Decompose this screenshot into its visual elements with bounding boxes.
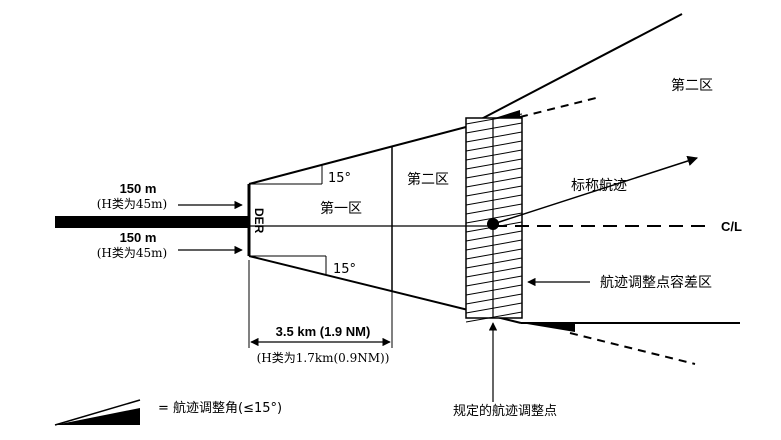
distance-h-label: (H类为1.7km(0.9NM)) [257, 351, 390, 365]
distance-label: 3.5 km (1.9 NM) [276, 324, 371, 339]
legend-label: = 航迹调整角(≤15°) [158, 400, 282, 416]
upper-boundary-splay [248, 126, 467, 185]
zone2-outer-label: 第二区 [671, 77, 713, 94]
lower-dashed-line [569, 332, 696, 365]
fix-point-label: 规定的航迹调整点 [453, 403, 557, 419]
angle-top-label: 15° [328, 171, 351, 186]
width-bottom-h-label: (H类为45m) [97, 246, 167, 260]
lower-turn-wedge [521, 323, 575, 332]
upper-dashed-line [519, 96, 601, 118]
width-top-label: 150 m [120, 181, 157, 196]
runway-bar [55, 216, 250, 228]
legend-wedge-icon [55, 408, 140, 425]
centerline-label: C/L [721, 219, 742, 234]
zone2-inner-label: 第二区 [407, 171, 449, 188]
width-bottom-label: 150 m [120, 230, 157, 245]
der-label: DER [252, 208, 266, 234]
angle-bottom-label: 15° [333, 262, 356, 277]
width-top-h-label: (H类为45m) [97, 197, 167, 211]
nominal-track-arrow [492, 155, 698, 225]
tolerance-area-label: 航迹调整点容差区 [600, 274, 712, 291]
nominal-track-label: 标称航迹 [571, 178, 627, 194]
legend-wedge-edge [54, 399, 141, 426]
upper-boundary-outer [465, 13, 683, 128]
zone1-label: 第一区 [320, 200, 362, 217]
